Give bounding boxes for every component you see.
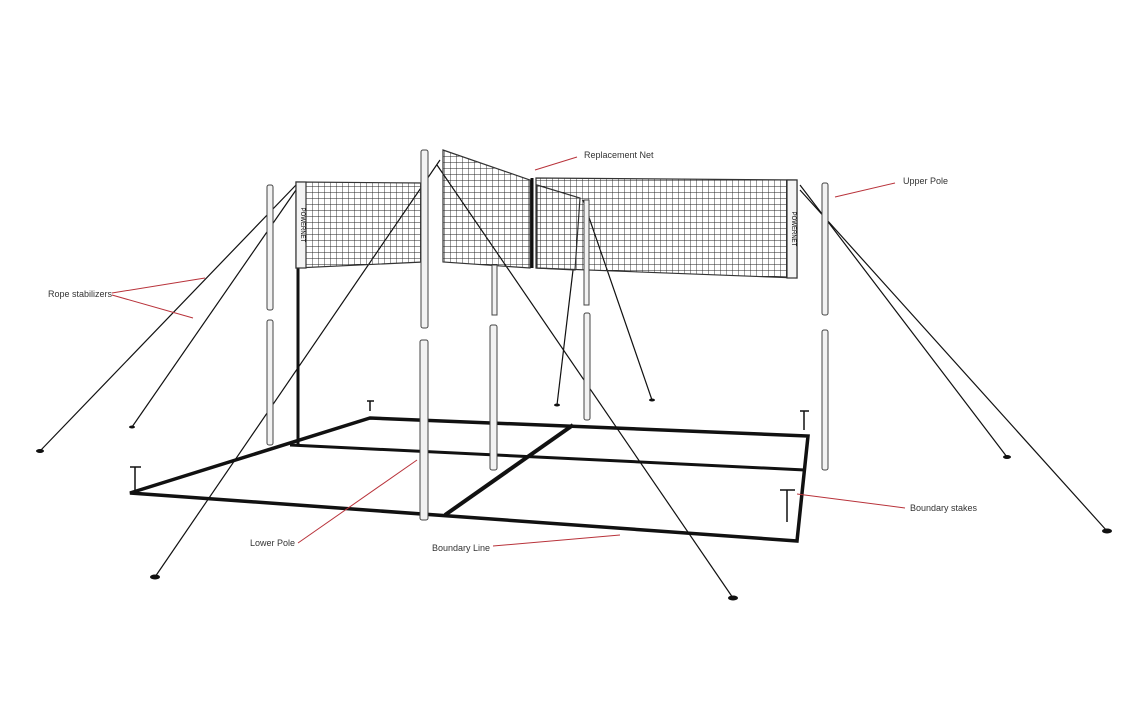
brand-logo-right: POWERNET	[790, 212, 796, 247]
rope-anchors	[36, 398, 1112, 601]
label-upper-pole: Upper Pole	[903, 176, 949, 186]
leader-lines	[111, 156, 906, 547]
label-replacement-net: Replacement Net	[584, 150, 654, 160]
brand-logo-left: POWERNET	[299, 208, 305, 243]
replacement-net	[442, 149, 531, 269]
label-boundary-line: Boundary Line	[432, 543, 491, 553]
label-rope-stabilizers: Rope stabilizers	[48, 289, 113, 299]
boundary-stakes	[130, 400, 809, 522]
net-panels	[295, 149, 798, 279]
label-lower-pole: Lower Pole	[250, 538, 296, 548]
poles	[266, 149, 829, 521]
label-boundary-stakes: Boundary stakes	[910, 503, 978, 513]
right-net	[535, 177, 798, 279]
boundary-line	[129, 268, 810, 543]
left-net	[295, 181, 424, 269]
